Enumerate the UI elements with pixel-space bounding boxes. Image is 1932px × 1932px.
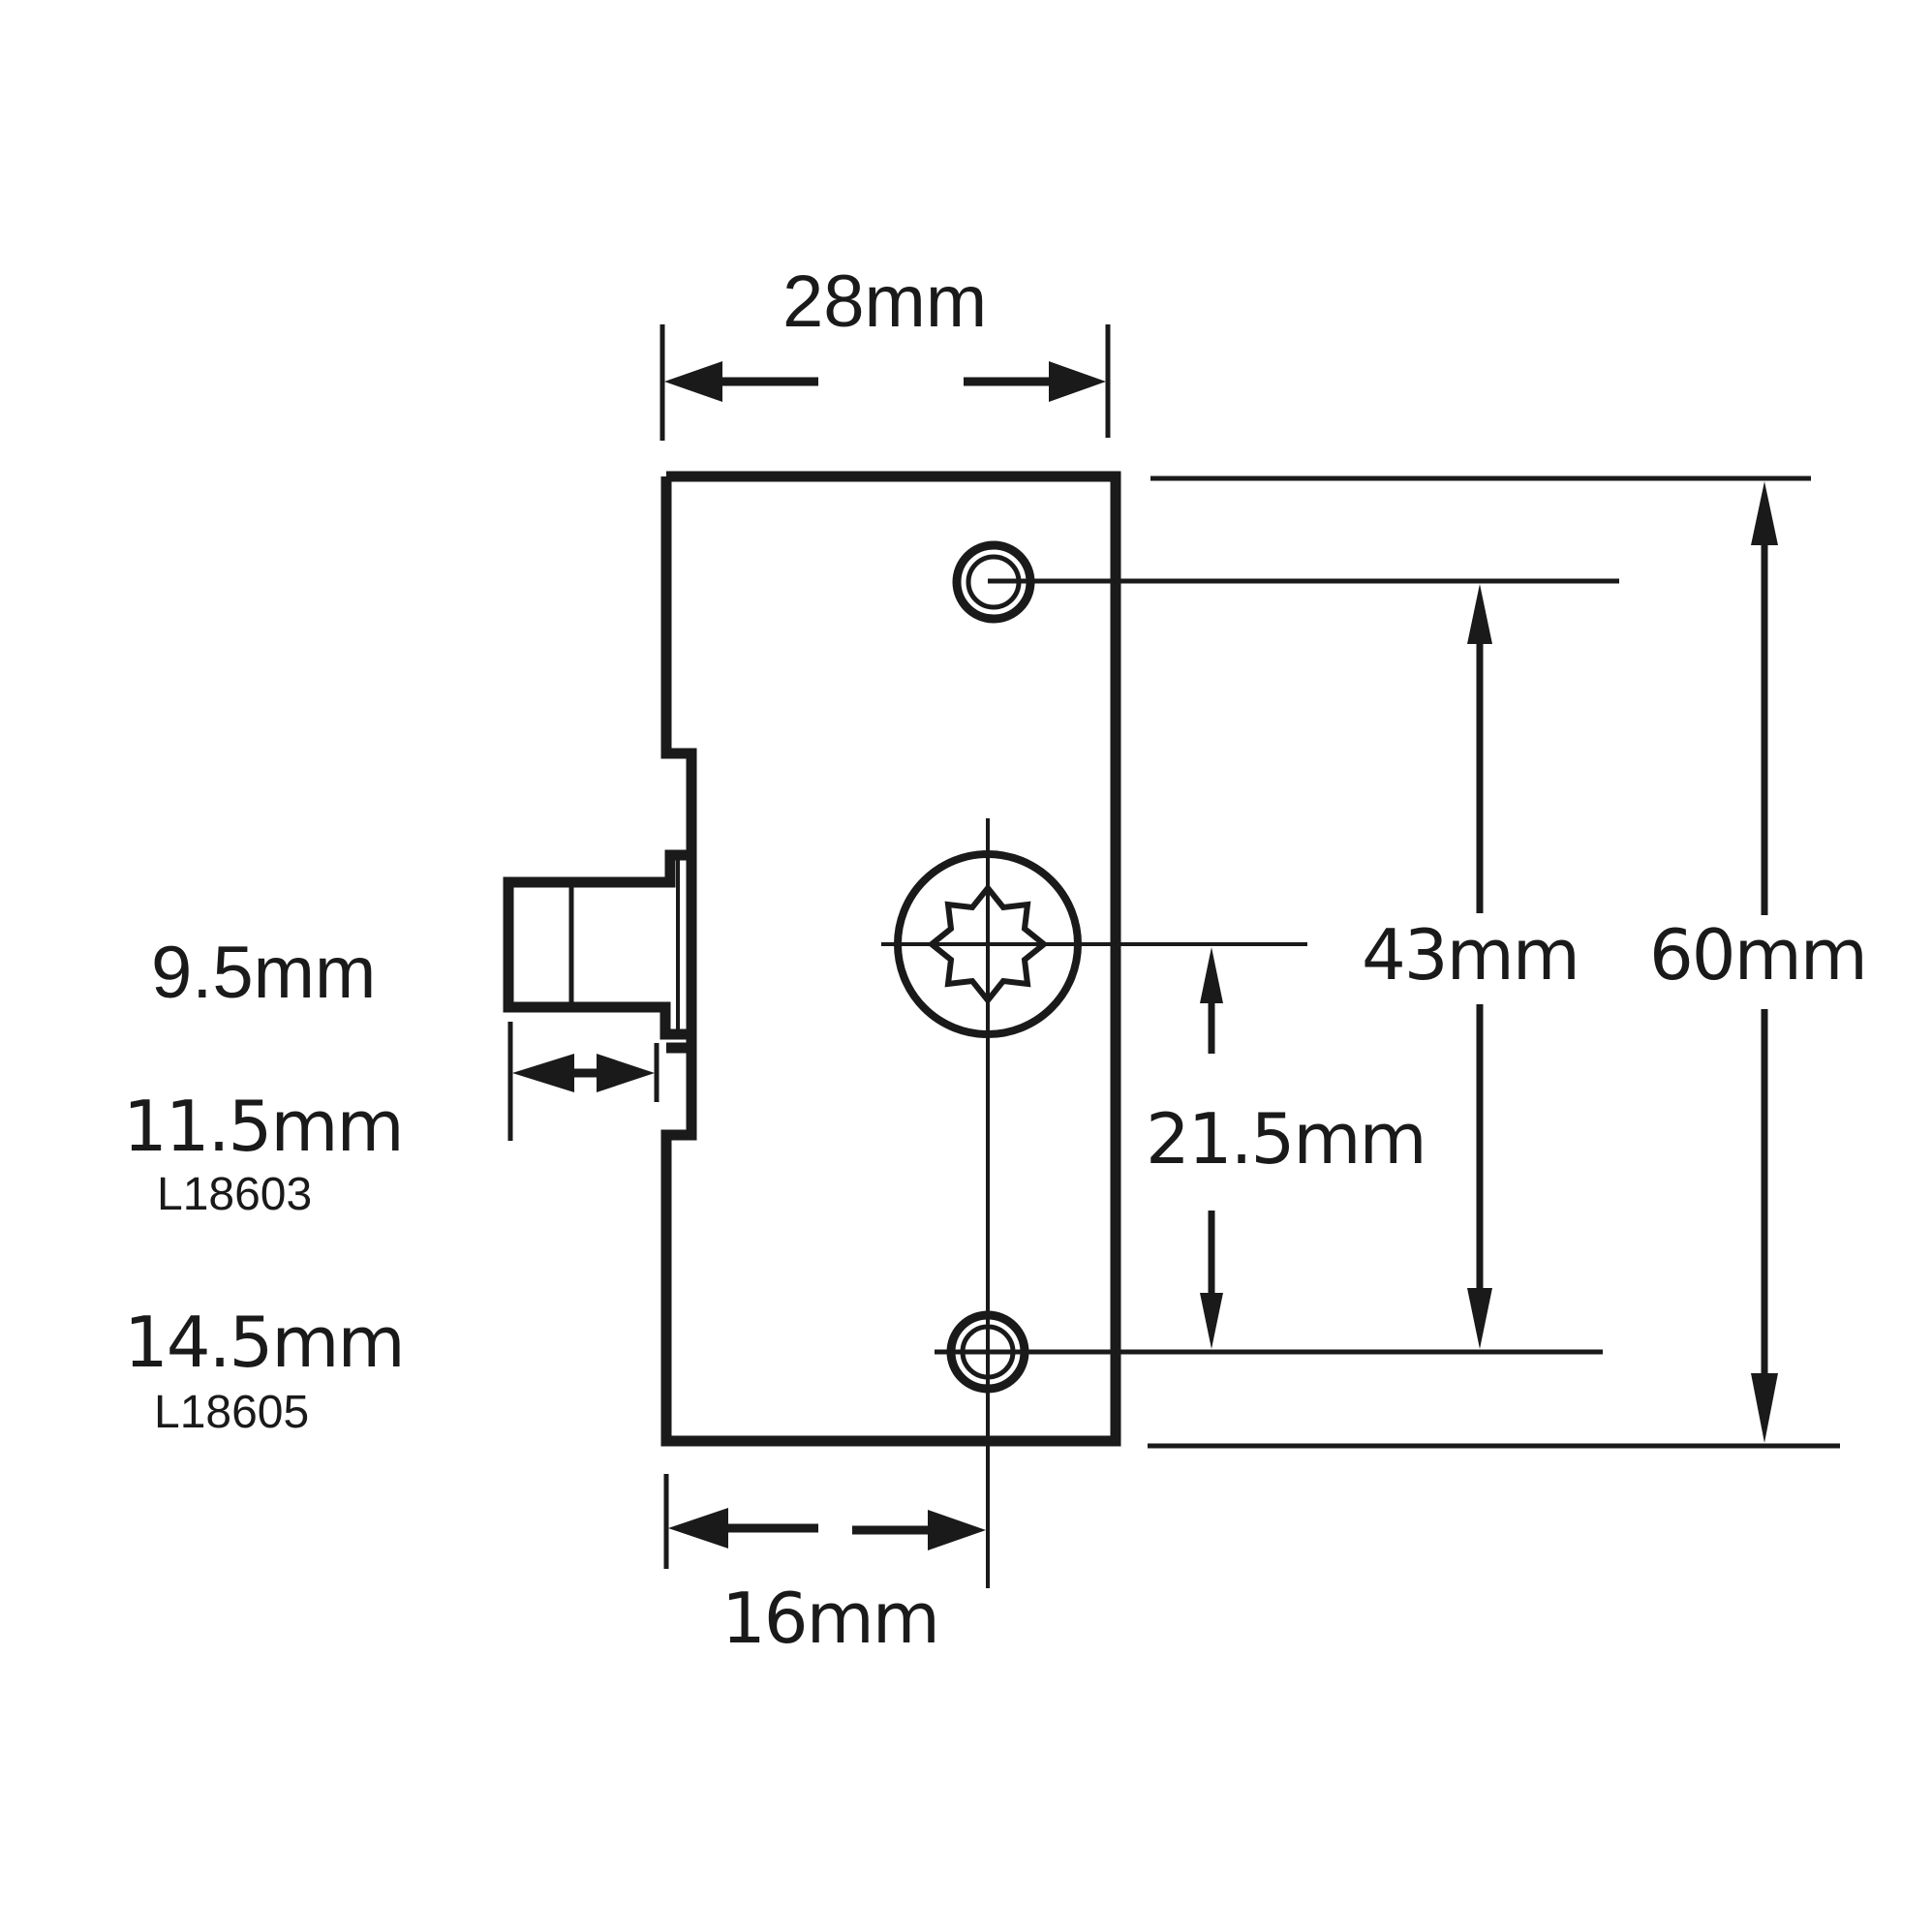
dimension-arrows xyxy=(512,361,1778,1550)
bolt-throw-9-5mm-label: 9.5mm xyxy=(151,932,377,1014)
extension-lines xyxy=(507,324,1840,1569)
screw-centres-43mm-label: 43mm xyxy=(1362,914,1580,996)
variant-code-label: L18603 xyxy=(157,1169,313,1220)
backset-16mm-label: 16mm xyxy=(721,1578,940,1659)
spindle-to-screw-21-5mm-label: 21.5mm xyxy=(1146,1098,1427,1180)
variant-size-label: 11.5mm xyxy=(123,1086,405,1167)
bolt xyxy=(568,855,680,1034)
height-60mm-label: 60mm xyxy=(1649,914,1868,996)
variant-size-label: 14.5mm xyxy=(124,1302,406,1383)
upper-screw-hole-icon xyxy=(952,540,1619,624)
width-28mm-label: 28mm xyxy=(782,261,988,343)
lower-screw-hole-icon xyxy=(935,1310,1603,1394)
variant-code-label: L18605 xyxy=(154,1387,310,1438)
spindle-hole-icon xyxy=(881,818,1307,1588)
lock-body xyxy=(503,471,1121,1447)
